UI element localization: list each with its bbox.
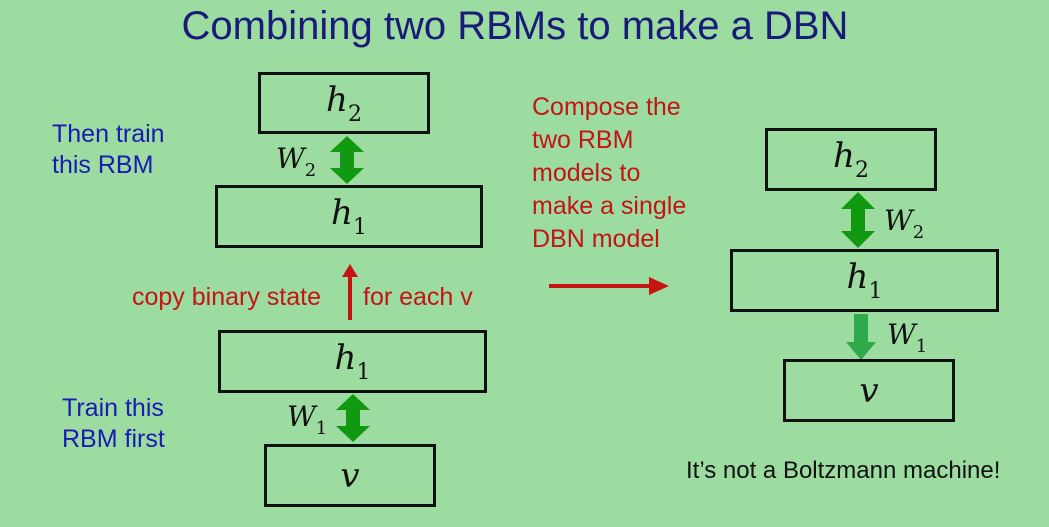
- copy-up-arrow: [342, 264, 358, 320]
- left-w1-double-arrow: [336, 394, 370, 442]
- slide-title: Combining two RBMs to make a DBN: [181, 4, 849, 48]
- left-h2-box: h2: [258, 72, 430, 134]
- left-w1-label: W1: [287, 400, 328, 439]
- compose-right-arrow: [549, 277, 669, 295]
- left-upper-h1-box: h1: [215, 185, 483, 248]
- left-w2-double-arrow: [330, 136, 364, 184]
- right-v-label: v: [859, 370, 879, 411]
- left-lower-h1-label: h1: [334, 338, 371, 385]
- left-v-box: v: [264, 444, 436, 507]
- right-h2-box: h2: [765, 128, 937, 191]
- not-boltzmann-note: It’s not a Boltzmann machine!: [686, 457, 1001, 484]
- right-h1-label: h1: [846, 257, 883, 304]
- right-w1-label: W1: [887, 318, 928, 357]
- copy-binary-state-label: copy binary state: [132, 283, 321, 311]
- right-h1-box: h1: [730, 249, 999, 312]
- train-first-label: Train this RBM first: [62, 394, 165, 453]
- left-v-label: v: [340, 455, 360, 496]
- left-lower-h1-box: h1: [218, 330, 487, 393]
- left-w2-label: W2: [276, 142, 317, 181]
- right-v-box: v: [783, 359, 955, 422]
- left-upper-h1-label: h1: [331, 193, 367, 240]
- then-train-label: Then train this RBM: [52, 120, 165, 179]
- right-w1-down-arrow: [846, 314, 876, 360]
- right-w2-label: W2: [884, 204, 925, 243]
- right-h2-label: h2: [833, 136, 869, 183]
- for-each-v-label: for each v: [363, 283, 473, 311]
- right-w2-double-arrow: [841, 192, 875, 248]
- compose-text: Compose the two RBM models to make a sin…: [532, 93, 687, 253]
- left-h2-label: h2: [326, 79, 362, 127]
